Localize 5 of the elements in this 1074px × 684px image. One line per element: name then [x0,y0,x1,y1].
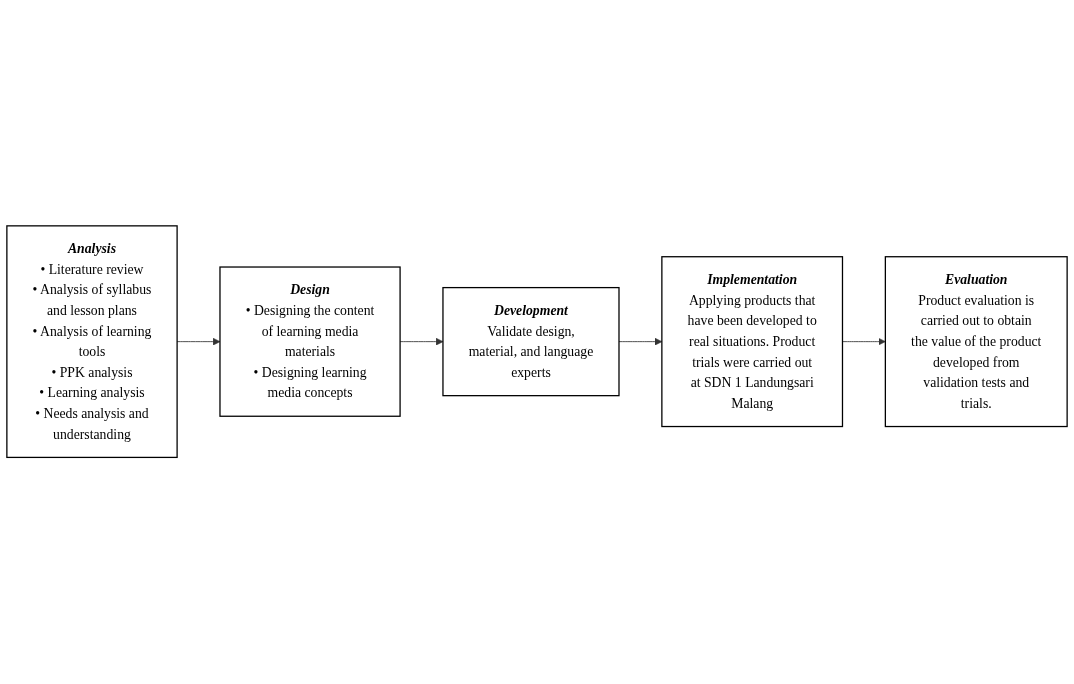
node-box: Implementation Applying products that have been developed to real situations. Product trials were carried out at SDN 1 Landungsari Malang [661,256,844,428]
node-box: Design • Designing the content of learning media materials • Designing learning media concepts [219,266,401,418]
node-box: Evaluation Product evaluation is carried out to obtain the value of the product developed from validation tests and trials. [884,256,1068,428]
node-box: Analysis • Literature review • Analysis of syllabus and lesson plans • Analysis of learning tools • PPK analysis • Learning analysis • Needs analysis and understanding [6,225,178,459]
node-box: Development Validate design, material, and language experts [442,287,620,397]
